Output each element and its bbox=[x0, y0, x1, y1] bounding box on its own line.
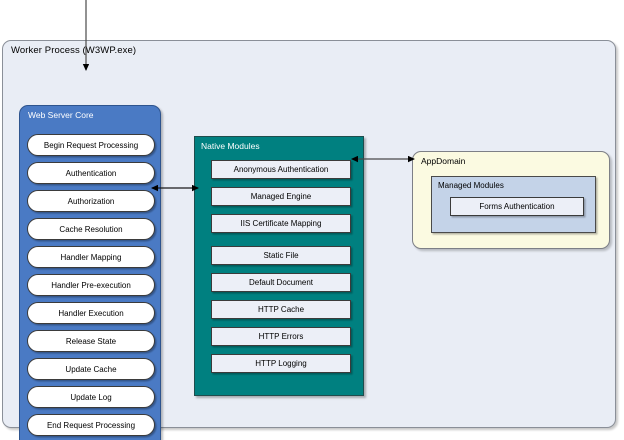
native-module-item[interactable]: IIS Certificate Mapping bbox=[211, 214, 351, 233]
web-server-core-stage[interactable]: Authorization bbox=[27, 190, 155, 212]
web-server-core-stage[interactable]: Update Log bbox=[27, 386, 155, 408]
managed-modules-container: Managed Modules Forms Authentication bbox=[431, 176, 596, 233]
native-module-item[interactable]: HTTP Errors bbox=[211, 327, 351, 346]
native-modules-label: Native Modules bbox=[201, 141, 260, 151]
web-server-core-stage[interactable]: Handler Execution bbox=[27, 302, 155, 324]
web-server-core-stage[interactable]: Update Cache bbox=[27, 358, 155, 380]
worker-process-label: Worker Process (W3WP.exe) bbox=[11, 45, 137, 56]
native-module-item[interactable]: Managed Engine bbox=[211, 187, 351, 206]
web-server-core-stage[interactable]: End Request Processing bbox=[27, 414, 155, 436]
web-server-core-stage[interactable]: Cache Resolution bbox=[27, 218, 155, 240]
appdomain-container: AppDomain Managed Modules Forms Authenti… bbox=[412, 151, 610, 249]
web-server-core-container: Web Server Core Begin Request Processing… bbox=[19, 105, 161, 440]
web-server-core-stage[interactable]: Release State bbox=[27, 330, 155, 352]
managed-module-forms-authentication[interactable]: Forms Authentication bbox=[450, 197, 584, 216]
native-module-item[interactable]: Default Document bbox=[211, 273, 351, 292]
web-server-core-stage[interactable]: Handler Mapping bbox=[27, 246, 155, 268]
managed-modules-label: Managed Modules bbox=[438, 181, 504, 190]
web-server-core-stage[interactable]: Authentication bbox=[27, 162, 155, 184]
appdomain-label: AppDomain bbox=[421, 156, 466, 166]
native-module-item[interactable]: HTTP Logging bbox=[211, 354, 351, 373]
native-module-item[interactable]: HTTP Cache bbox=[211, 300, 351, 319]
worker-process-container: Worker Process (W3WP.exe) Web Server Cor… bbox=[2, 40, 616, 440]
web-server-core-stage[interactable]: Begin Request Processing bbox=[27, 134, 155, 156]
native-module-item[interactable]: Static File bbox=[211, 246, 351, 265]
web-server-core-label: Web Server Core bbox=[28, 110, 94, 120]
native-module-item[interactable]: Anonymous Authentication bbox=[211, 160, 351, 179]
web-server-core-stage[interactable]: Handler Pre-execution bbox=[27, 274, 155, 296]
